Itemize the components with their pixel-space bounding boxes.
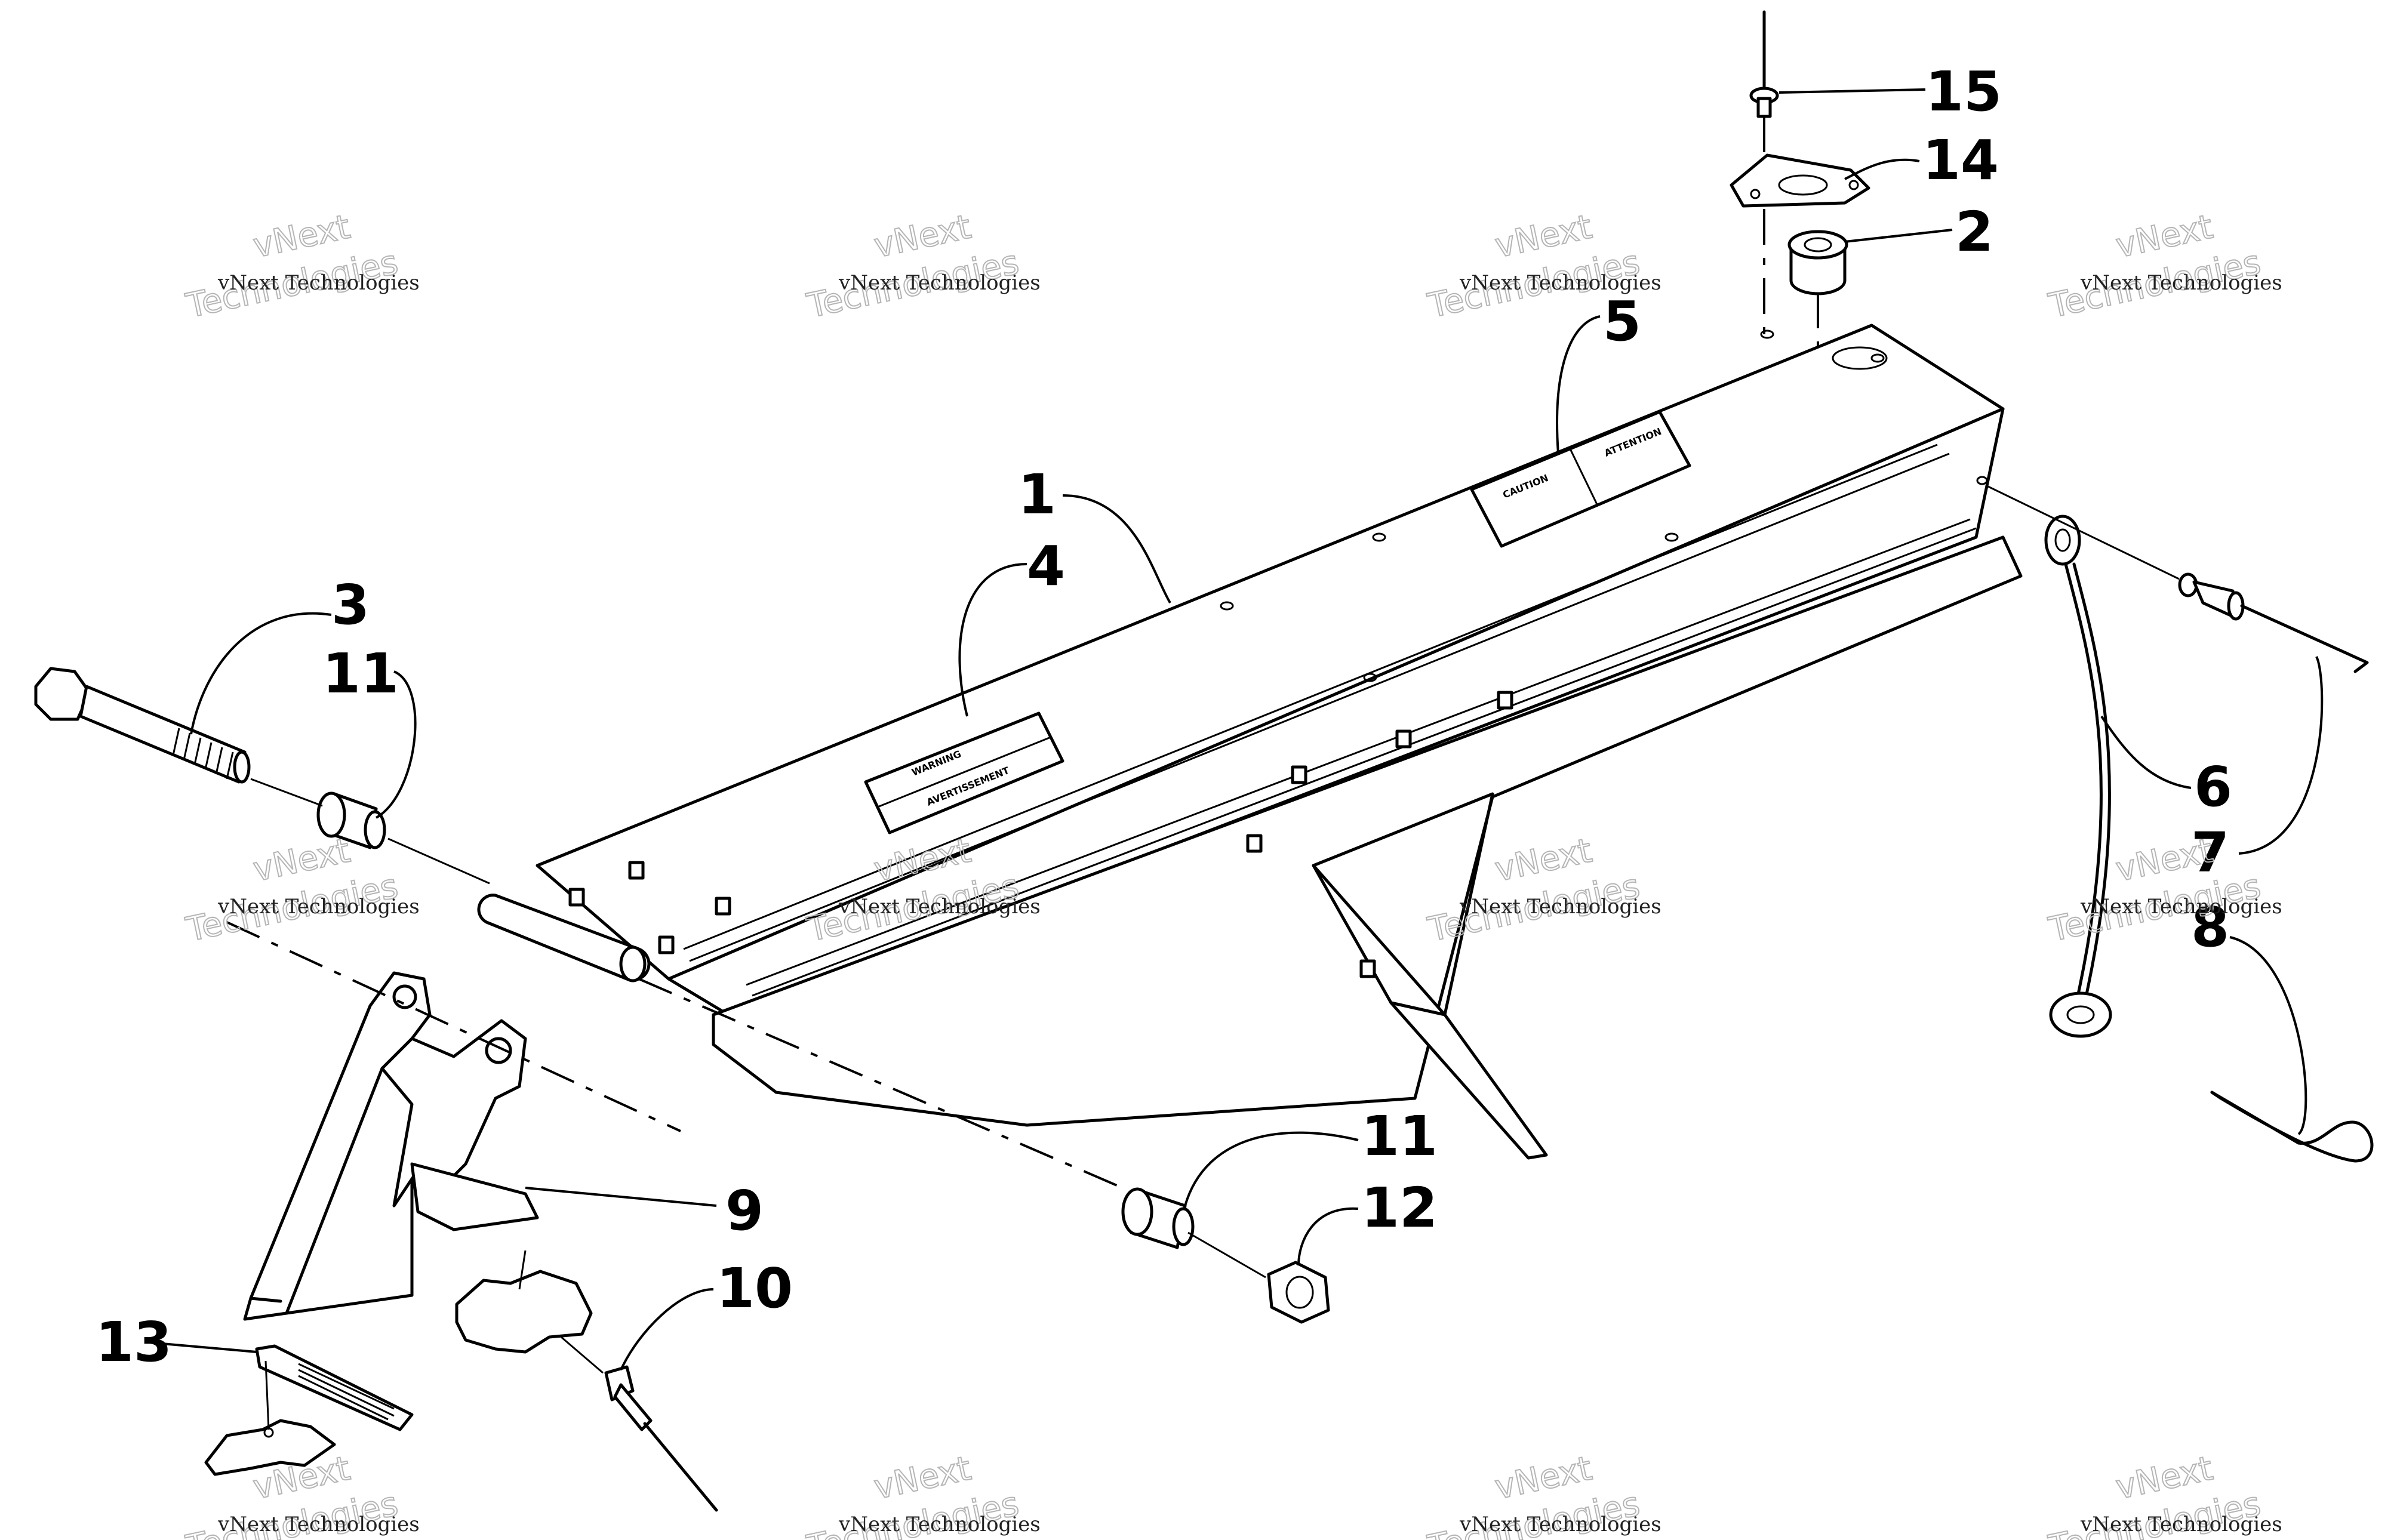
callout-12: 12 xyxy=(1361,1176,1438,1240)
callout-13: 13 xyxy=(96,1310,172,1374)
callout-15: 15 xyxy=(1925,60,2002,124)
watermark-small: vNext Technologies xyxy=(2080,1513,2282,1536)
plate-part-13 xyxy=(204,1344,414,1476)
nut-part-12 xyxy=(1267,1261,1330,1324)
watermark-small: vNext Technologies xyxy=(838,1513,1041,1536)
leader-lines xyxy=(155,88,2324,1370)
watermark-small: vNext Technologies xyxy=(2080,895,2282,919)
callout-6: 6 xyxy=(2194,755,2232,819)
callout-14: 14 xyxy=(1922,128,1999,192)
rivet-holes xyxy=(1220,329,1988,682)
bolt-part-3 xyxy=(34,667,251,784)
tether-part-6 xyxy=(2044,515,2112,1038)
bushing-part-11-lower xyxy=(1121,1187,1195,1249)
hitch-bracket-part-9 xyxy=(243,971,539,1321)
watermark-small: vNext Technologies xyxy=(838,895,1041,919)
bushing-part-11-upper xyxy=(316,791,386,849)
callout-numbers: 1 2 3 4 5 6 7 8 9 10 11 11 12 13 14 15 xyxy=(96,60,2232,1374)
watermark-small: vNext Technologies xyxy=(217,271,420,295)
callout-5: 5 xyxy=(1603,289,1641,353)
plate-part-14 xyxy=(1730,153,1870,208)
axis-line-bolt xyxy=(250,778,490,885)
watermark-small: vNext Technologies xyxy=(1459,1513,1661,1536)
watermark-small: vNext Technologies xyxy=(217,895,420,919)
pivot-tube xyxy=(477,894,651,982)
axis-line-grommet xyxy=(1763,116,1819,346)
grommet-part-2 xyxy=(1787,230,1848,295)
axis-line-bracket xyxy=(226,921,681,1132)
axis-line-nut xyxy=(1187,1231,1266,1279)
callout-8: 8 xyxy=(2191,895,2229,959)
callout-4: 4 xyxy=(1027,534,1065,598)
watermark-small: vNext Technologies xyxy=(2080,271,2282,295)
watermark-small: vNext Technologies xyxy=(1459,895,1661,919)
studs xyxy=(568,691,1513,978)
pin-part-7 xyxy=(1987,485,2369,673)
axis-line-lower xyxy=(638,978,1123,1189)
watermark-small: vNext Technologies xyxy=(217,1513,420,1536)
callout-1: 1 xyxy=(1018,463,1056,526)
callout-9: 9 xyxy=(725,1179,764,1243)
callout-11-upper: 11 xyxy=(322,642,399,706)
callout-11-lower: 11 xyxy=(1361,1104,1438,1168)
callout-7: 7 xyxy=(2191,821,2229,885)
watermark-small: vNext Technologies xyxy=(838,271,1041,295)
watermark-small: vNext Technologies xyxy=(1459,271,1661,295)
callout-10: 10 xyxy=(716,1256,793,1320)
rivet-part-10 xyxy=(455,1250,718,1512)
callout-3: 3 xyxy=(331,573,370,637)
clip-part-8 xyxy=(2210,1091,2374,1163)
caution-decal: CAUTION ATTENTION xyxy=(1470,410,1691,548)
rivet-part-15 xyxy=(1749,10,1779,118)
callout-2: 2 xyxy=(1955,200,1993,264)
channel-body xyxy=(536,324,2023,1160)
